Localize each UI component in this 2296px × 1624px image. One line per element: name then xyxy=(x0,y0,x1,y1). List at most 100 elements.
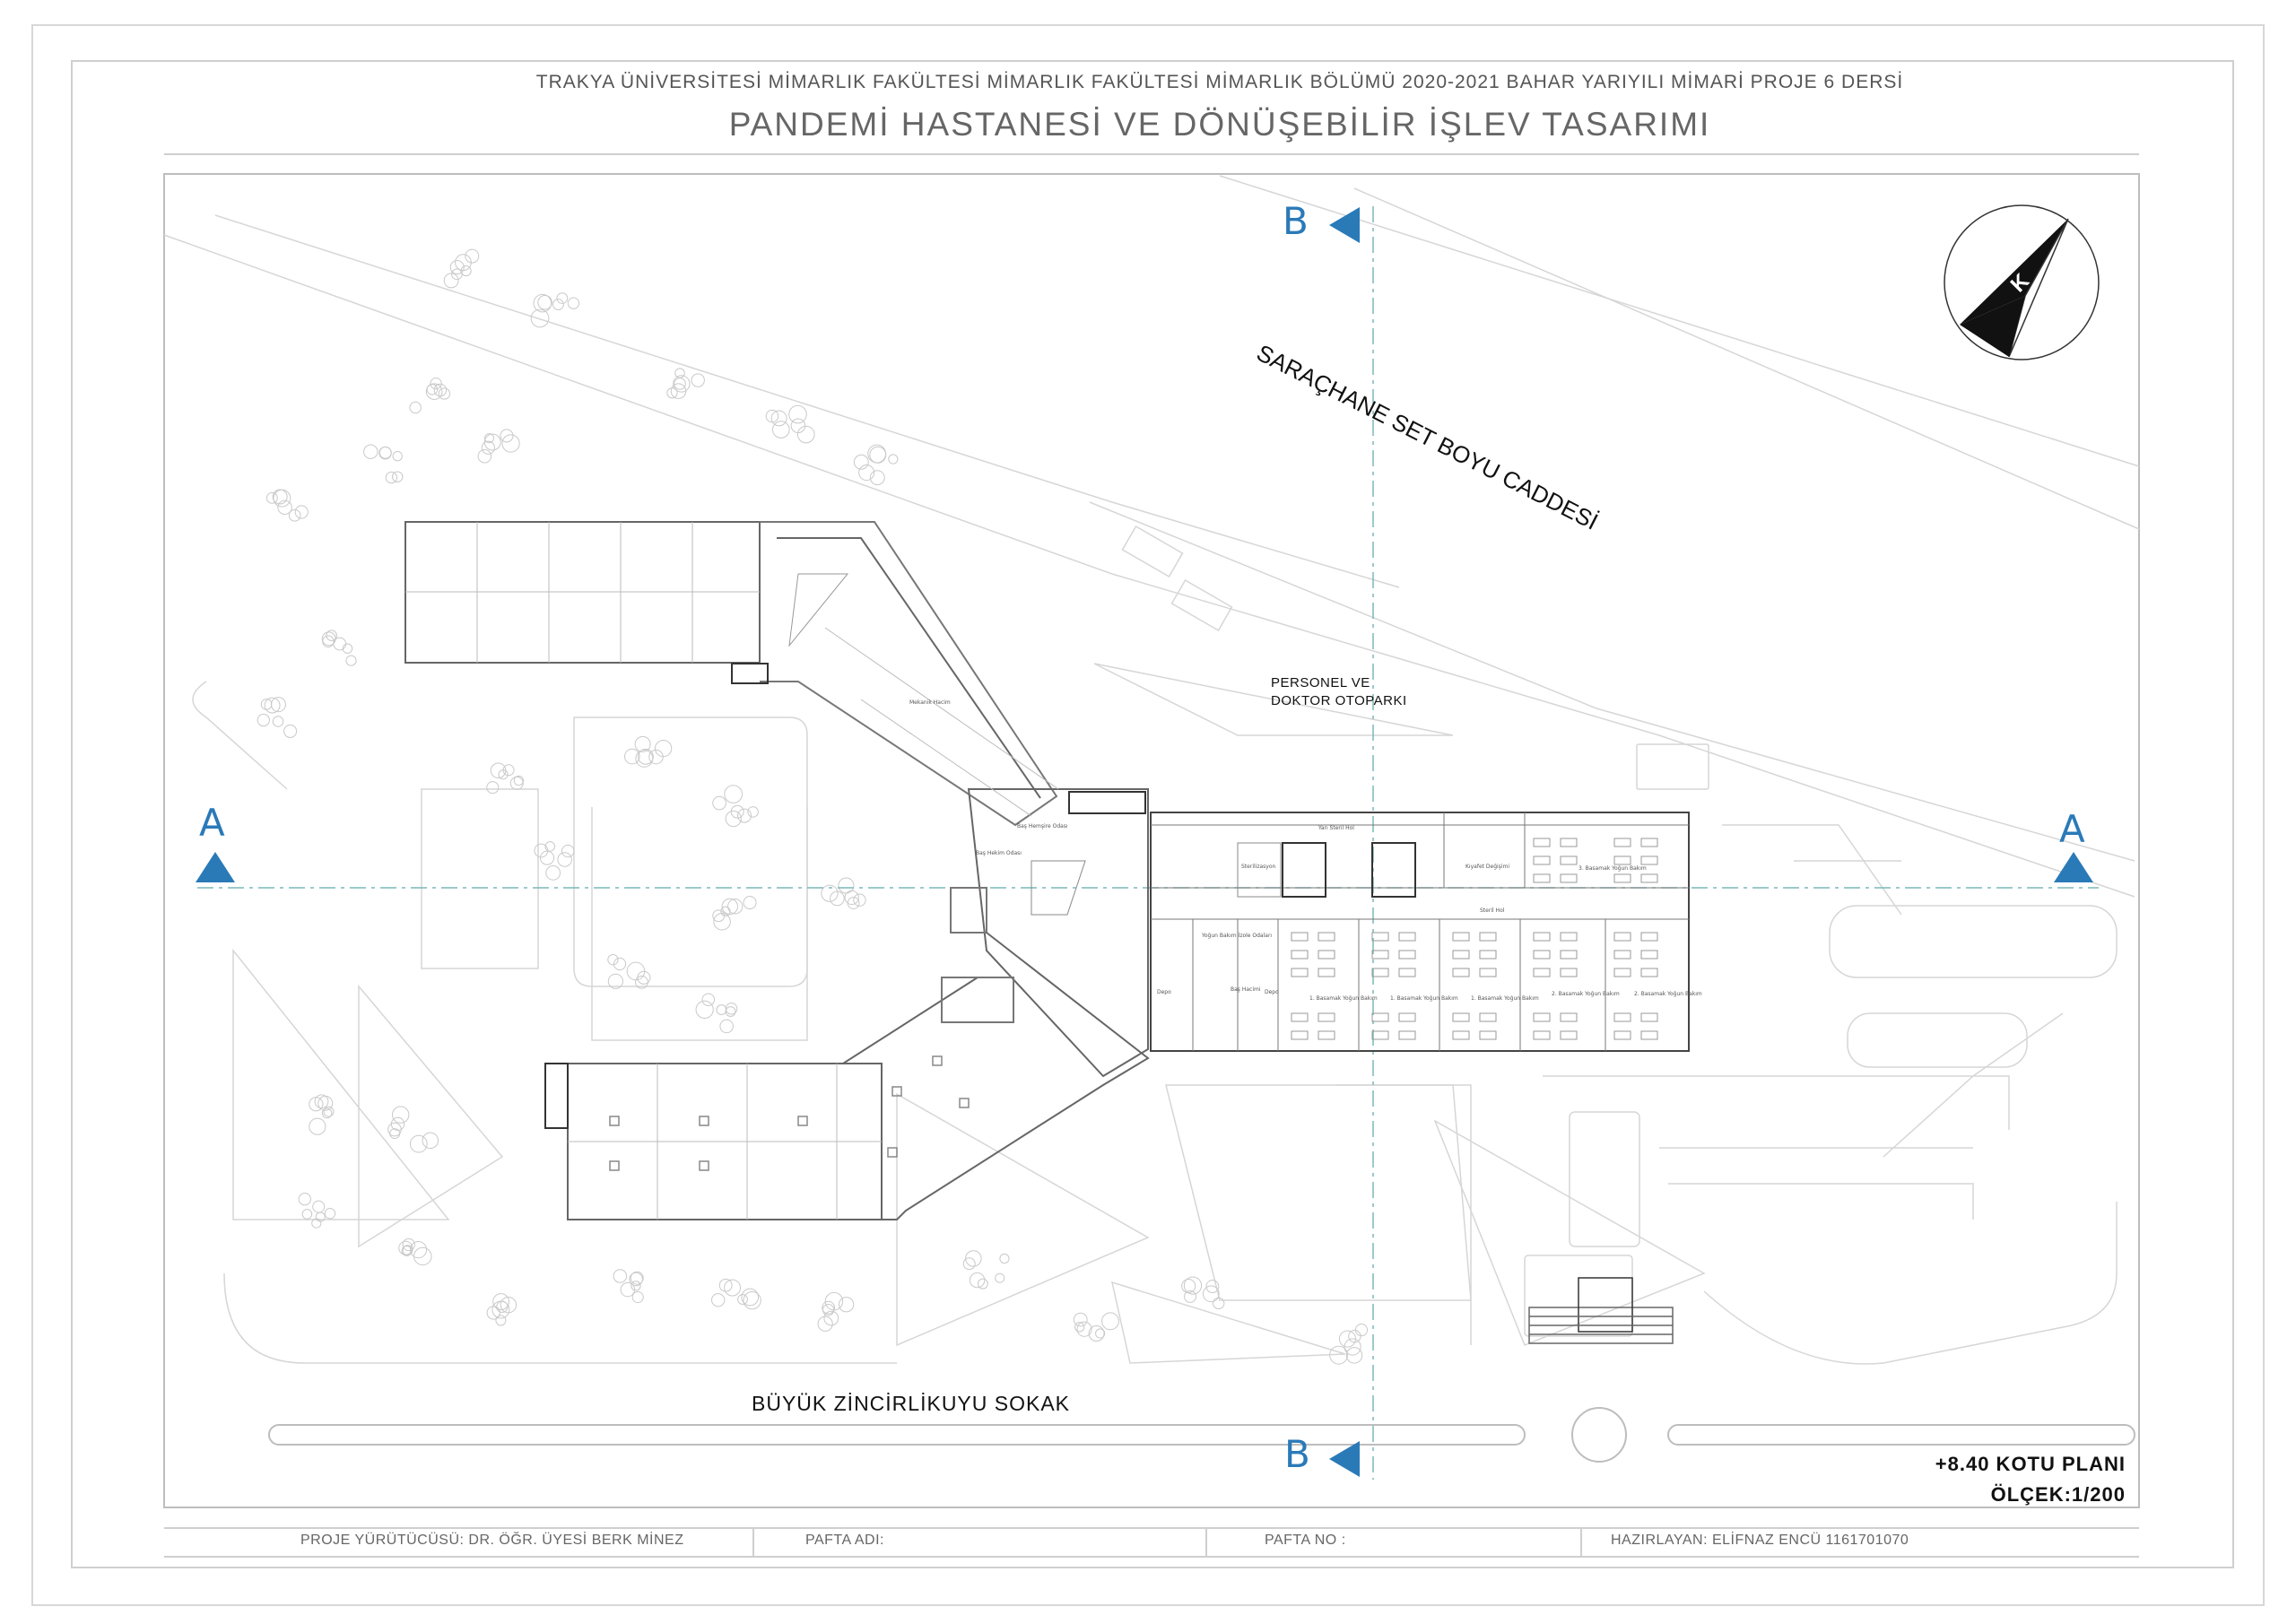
room-label: 1. Basamak Yoğun Bakım xyxy=(1390,995,1458,1002)
tree-symbol xyxy=(721,898,738,916)
bed-symbol xyxy=(1371,1030,1389,1040)
bed-symbol xyxy=(1640,950,1658,960)
tree-symbol xyxy=(969,1272,986,1289)
bed-symbol xyxy=(1560,1030,1578,1040)
room-label: 2. Basamak Yoğun Bakım xyxy=(1634,991,1702,997)
bed-symbol xyxy=(1533,932,1551,942)
room-label: 1. Basamak Yoğun Bakım xyxy=(1471,995,1539,1002)
tree-symbol xyxy=(830,890,845,907)
bed-symbol xyxy=(1371,950,1389,960)
building xyxy=(404,521,1150,1220)
parking-label-line1: PERSONEL VE xyxy=(1271,675,1370,690)
bed-symbol xyxy=(1613,855,1631,865)
bed-symbol xyxy=(1560,855,1578,865)
tree-symbol xyxy=(272,489,288,505)
tree-symbol xyxy=(624,748,640,765)
tree-symbol xyxy=(481,440,495,455)
tree-symbol xyxy=(995,1272,1005,1283)
tree-groups xyxy=(257,248,1369,1365)
section-a-right-label: A xyxy=(2059,807,2085,851)
tree-symbol xyxy=(838,1297,855,1313)
bed-symbol xyxy=(1452,950,1470,960)
tree-symbol xyxy=(277,499,292,516)
tree-symbol xyxy=(477,448,492,464)
tree-symbol xyxy=(449,260,465,275)
tree-symbol xyxy=(272,716,284,727)
tree-symbol xyxy=(719,1019,734,1034)
bed-symbol xyxy=(1533,950,1551,960)
tree-symbol xyxy=(265,491,278,504)
bed-symbol xyxy=(1398,950,1416,960)
tree-symbol xyxy=(853,454,869,470)
footer-prepared-by: HAZIRLAYAN: ELİFNAZ ENCÜ 1161701070 xyxy=(1611,1533,1909,1548)
tree-symbol xyxy=(498,769,509,780)
tree-symbol xyxy=(711,1293,726,1307)
tree-symbol xyxy=(486,781,500,795)
tree-symbol xyxy=(1101,1312,1119,1331)
tree-symbol xyxy=(695,1000,714,1019)
tree-symbol xyxy=(869,446,887,464)
tree-symbol xyxy=(631,1281,641,1291)
tree-symbol xyxy=(962,1257,976,1271)
tree-symbol xyxy=(402,1238,415,1252)
bed-symbol xyxy=(1291,1030,1309,1040)
tree-symbol xyxy=(1338,1330,1357,1348)
tree-symbol xyxy=(537,295,552,310)
tree-symbol xyxy=(770,410,787,427)
bed-symbol xyxy=(1398,932,1416,942)
bed-symbol xyxy=(1613,968,1631,977)
tree-symbol xyxy=(342,643,353,654)
tree-symbol xyxy=(326,630,337,641)
tree-symbol xyxy=(631,1291,644,1304)
tree-symbol xyxy=(999,1253,1010,1264)
tree-symbol xyxy=(402,1245,413,1256)
tree-symbol xyxy=(500,429,514,443)
bed-symbol xyxy=(1452,968,1470,977)
tree-symbol xyxy=(1183,1276,1203,1295)
tree-symbol xyxy=(1329,1345,1349,1365)
tree-symbol xyxy=(309,1097,324,1112)
north-arrow xyxy=(1944,204,2100,360)
tree-symbol xyxy=(544,841,556,852)
tree-symbol xyxy=(556,292,569,304)
tree-symbol xyxy=(1076,1321,1092,1337)
tree-symbol xyxy=(490,762,507,779)
tree-symbol xyxy=(727,899,744,915)
bed-symbol xyxy=(1291,932,1309,942)
room-label: 2. Basamak Yoğun Bakım xyxy=(1552,991,1620,997)
header-institution: TRAKYA ÜNİVERSİTESİ MİMARLIK FAKÜLTESİ M… xyxy=(535,72,1904,92)
tree-symbol xyxy=(635,749,654,768)
roads xyxy=(268,1407,2135,1463)
inner-border xyxy=(71,60,2234,1568)
room-label: 1. Basamak Yoğun Bakım xyxy=(1309,995,1378,1002)
bed-symbol xyxy=(1452,1030,1470,1040)
tree-symbol xyxy=(317,1095,334,1111)
tree-symbol xyxy=(630,1271,644,1285)
tree-symbol xyxy=(451,268,463,281)
bed-symbol xyxy=(1533,1030,1551,1040)
tree-symbol xyxy=(1354,1323,1369,1337)
tree-symbol xyxy=(637,970,651,985)
tree-symbol xyxy=(465,248,480,264)
bed-symbol xyxy=(1479,968,1497,977)
section-a-left-label: A xyxy=(199,801,225,845)
tree-symbol xyxy=(743,896,757,910)
tree-symbol xyxy=(363,444,378,459)
tree-symbol xyxy=(533,293,552,313)
tree-symbol xyxy=(853,893,866,907)
bed-symbol xyxy=(1533,968,1551,977)
tree-symbol xyxy=(409,1134,428,1153)
tree-symbol xyxy=(867,444,887,464)
tree-symbol xyxy=(725,1002,738,1015)
tree-symbol xyxy=(509,776,524,790)
drawing-frame xyxy=(163,173,2140,1508)
tree-symbol xyxy=(634,735,651,752)
wing-grid xyxy=(405,522,1059,1220)
bed-symbol xyxy=(1640,838,1658,847)
room-label: Yoğun Bakım İzole Odaları xyxy=(1202,933,1273,939)
room-label: 3. Basamak Yoğun Bakım xyxy=(1578,865,1647,872)
parking-label: PERSONEL VE DOKTOR OTOPARKI xyxy=(1271,674,1407,710)
tree-symbol xyxy=(613,957,627,971)
street-label-south: BÜYÜK ZİNCİRLİKUYU SOKAK xyxy=(752,1392,1071,1415)
tree-symbol xyxy=(724,785,743,803)
